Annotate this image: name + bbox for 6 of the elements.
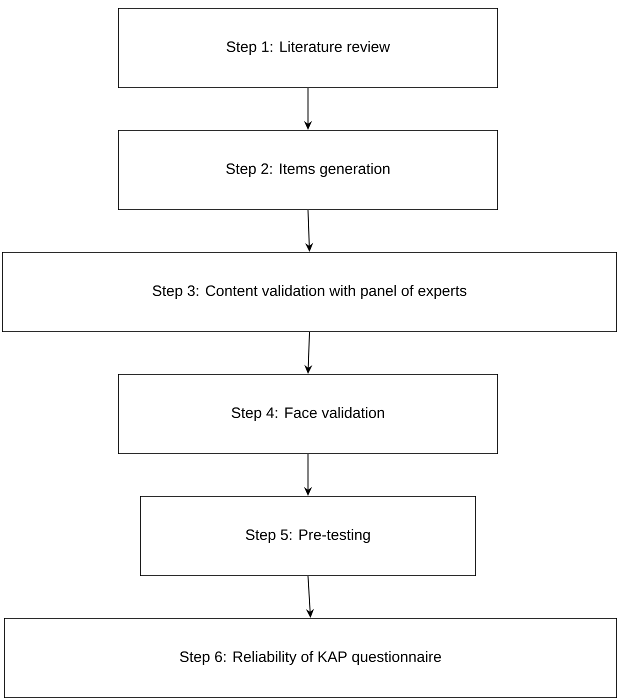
- process-box: Step 1: Literature review: [118, 8, 498, 88]
- process-box: Step 6: Reliability of KAP questionnaire: [4, 618, 617, 698]
- process-box: Step 5: Pre-testing: [140, 496, 476, 576]
- process-box: Step 2: Items generation: [118, 130, 498, 210]
- process-box: Step 3: Content validation with panel of experts: [2, 252, 617, 332]
- process-box: Step 4: Face validation: [118, 374, 498, 454]
